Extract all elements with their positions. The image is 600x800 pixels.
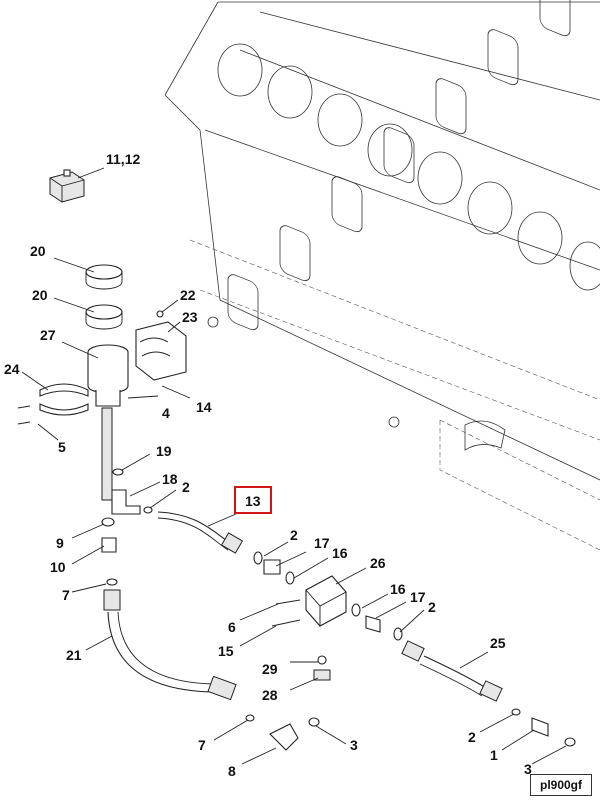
filter-housing bbox=[87, 344, 129, 501]
callout-19: 19 bbox=[156, 443, 172, 459]
highlight-box-13 bbox=[234, 486, 272, 514]
callout-27: 27 bbox=[40, 327, 56, 343]
callout-6: 6 bbox=[228, 619, 236, 635]
callout-4: 4 bbox=[162, 405, 170, 421]
callout-3-a: 3 bbox=[350, 737, 358, 753]
callout-26: 26 bbox=[370, 555, 386, 571]
callout-25: 25 bbox=[490, 635, 506, 651]
callout-16-a: 16 bbox=[332, 545, 348, 561]
callout-22: 22 bbox=[180, 287, 196, 303]
callout-29: 29 bbox=[262, 661, 278, 677]
fittings-right bbox=[253, 551, 403, 641]
callout-20-lower: 20 bbox=[32, 287, 48, 303]
callout-8: 8 bbox=[228, 763, 236, 779]
leader-lines bbox=[21, 167, 567, 765]
clamp-halves bbox=[17, 383, 89, 425]
hose-21 bbox=[103, 589, 237, 701]
callout-2-a: 2 bbox=[182, 479, 190, 495]
callout-9: 9 bbox=[56, 535, 64, 551]
callout-16-b: 16 bbox=[390, 581, 406, 597]
callout-3-b: 3 bbox=[524, 761, 532, 777]
hose-13 bbox=[157, 511, 244, 554]
callout-2-c: 2 bbox=[428, 599, 436, 615]
fittings-left bbox=[101, 468, 153, 586]
callout-2-b: 2 bbox=[290, 527, 298, 543]
cylinder-bores bbox=[217, 43, 600, 291]
callout-20-upper: 20 bbox=[30, 243, 46, 259]
callout-7-b: 7 bbox=[198, 737, 206, 753]
callout-13: 13 bbox=[245, 493, 261, 509]
callout-15: 15 bbox=[218, 643, 234, 659]
hose-25 bbox=[401, 640, 503, 702]
bracket-part bbox=[135, 310, 187, 381]
callout-2-d: 2 bbox=[468, 729, 476, 745]
callout-18: 18 bbox=[162, 471, 178, 487]
callout-17-b: 17 bbox=[410, 589, 426, 605]
callout-10: 10 bbox=[50, 559, 66, 575]
clamp-rings bbox=[85, 264, 123, 330]
callout-7-a: 7 bbox=[62, 587, 70, 603]
engine-block bbox=[164, 0, 600, 551]
callout-17-a: 17 bbox=[314, 535, 330, 551]
callout-28: 28 bbox=[262, 687, 278, 703]
block-part bbox=[263, 559, 347, 681]
callout-1: 1 bbox=[490, 747, 498, 763]
fittings-bottom bbox=[245, 708, 576, 751]
callout-11-12: 11,12 bbox=[106, 151, 140, 167]
callout-21: 21 bbox=[66, 647, 82, 663]
relay-part bbox=[49, 169, 85, 203]
block-windows bbox=[227, 0, 571, 331]
callout-23: 23 bbox=[182, 309, 198, 325]
callout-24: 24 bbox=[4, 361, 20, 377]
callouts: 11,12 20 20 22 23 27 24 4 14 5 19 18 2 1… bbox=[4, 151, 532, 779]
callout-5: 5 bbox=[58, 439, 66, 455]
callout-14: 14 bbox=[196, 399, 212, 415]
reference-code-label: pl900gf bbox=[530, 774, 592, 796]
